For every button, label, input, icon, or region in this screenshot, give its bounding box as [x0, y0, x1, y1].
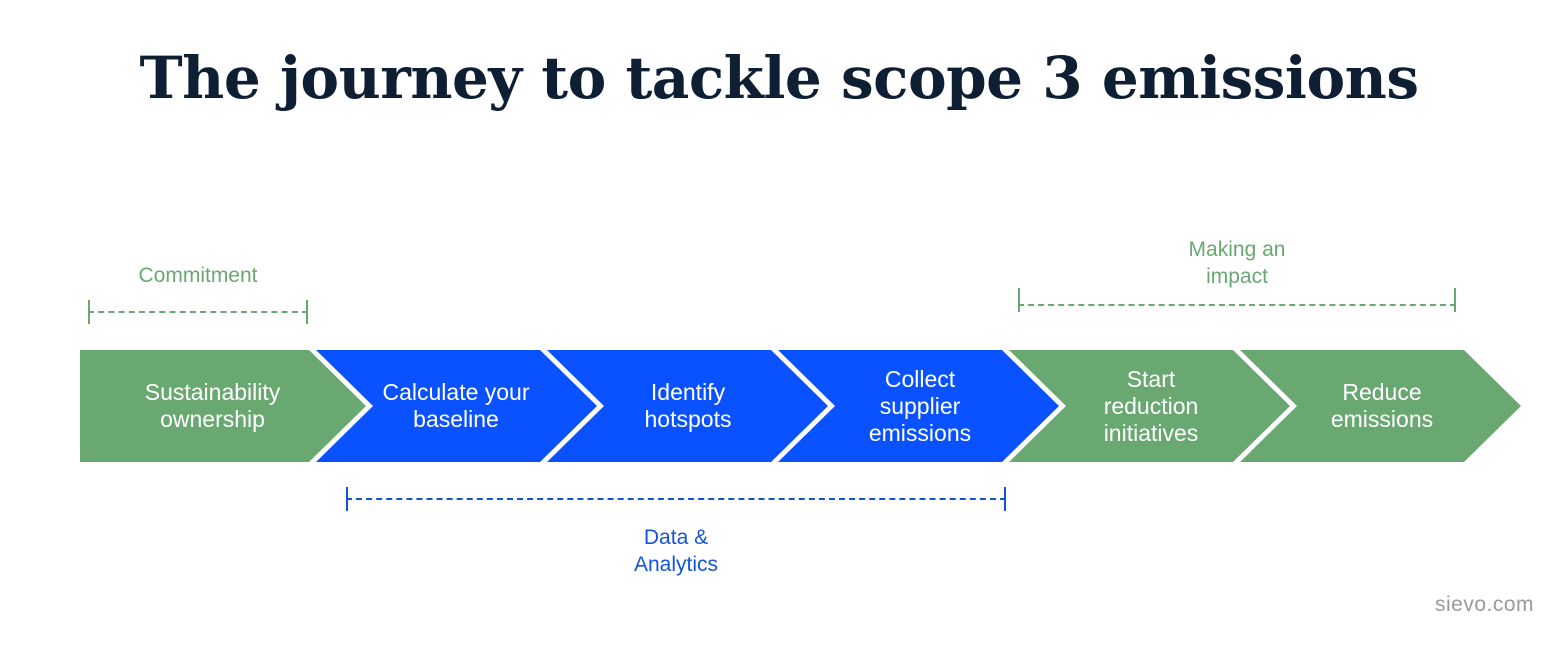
chevron-collect-supplier-emissions [778, 350, 1059, 462]
commitment-label: Commitment [138, 264, 258, 287]
making-an-impact-left-tick [1018, 288, 1020, 312]
process-chevrons: Sustainability ownership Calculate your … [0, 350, 1568, 462]
page-title: The journey to tackle scope 3 emissions [139, 44, 1419, 112]
data-analytics-left-tick [346, 487, 348, 511]
making-an-impact-bracket: Making an impact [1018, 236, 1456, 322]
data-analytics-label: Data & Analytics [633, 526, 719, 576]
making-an-impact-right-tick [1454, 288, 1456, 312]
chevron-shapes [80, 350, 1521, 462]
making-an-impact-label: Making an impact [1188, 238, 1286, 288]
footer-domain: sievo.com [1434, 593, 1534, 616]
step-label-start-reduction-initiatives: Start reduction initiatives [1103, 365, 1199, 446]
data-analytics-bracket: Data & Analytics [346, 486, 1006, 578]
making-an-impact-dash-line [1018, 304, 1456, 306]
step-label-calculate-your-baseline: Calculate your baseline [382, 379, 530, 432]
data-analytics-right-tick [1004, 487, 1006, 511]
commitment-dash-line [88, 311, 308, 313]
commitment-left-tick [88, 300, 90, 324]
step-label-identify-hotspots: Identify hotspots [644, 379, 732, 432]
chevron-calculate-your-baseline [316, 350, 597, 462]
chevron-start-reduction-initiatives [1009, 350, 1290, 462]
data-analytics-dash-line [346, 498, 1006, 500]
chevron-reduce-emissions [1240, 350, 1521, 462]
step-label-collect-supplier-emissions: Collect supplier emissions [868, 365, 972, 446]
commitment-bracket: Commitment [88, 262, 308, 326]
chevron-identify-hotspots [547, 350, 828, 462]
chevron-sustainability-ownership [80, 350, 366, 462]
step-label-sustainability-ownership: Sustainability ownership [144, 379, 281, 432]
commitment-right-tick [306, 300, 308, 324]
step-label-reduce-emissions: Reduce emissions [1330, 379, 1434, 432]
